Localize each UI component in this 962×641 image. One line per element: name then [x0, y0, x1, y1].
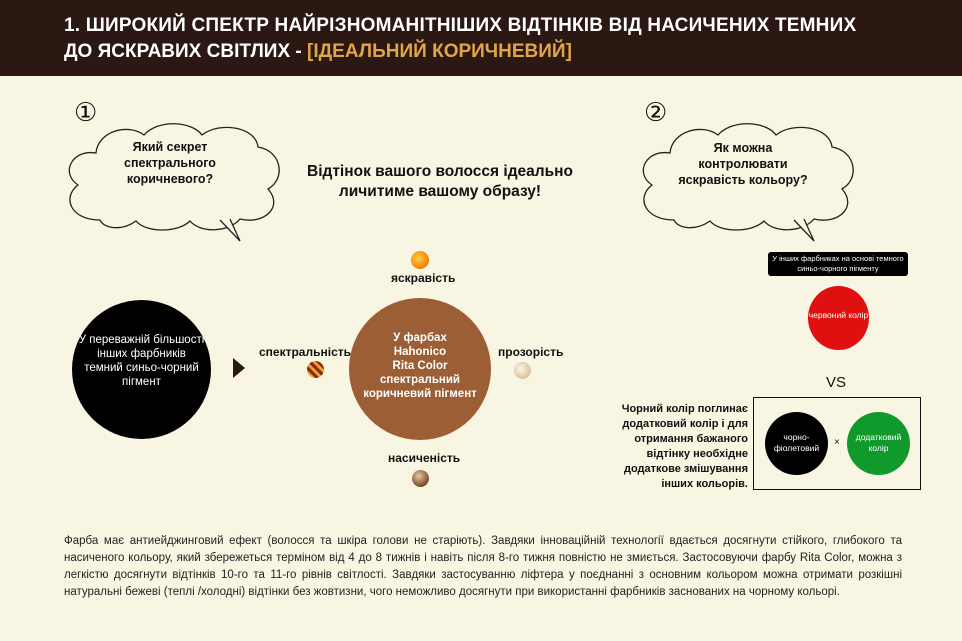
spectrality-label: спектральність — [259, 345, 351, 359]
vs-label: VS — [826, 374, 847, 391]
header-title-line2: ДО ЯСКРАВИХ СВІТЛИХ - [ІДЕАЛЬНИЙ КОРИЧНЕ… — [64, 40, 572, 64]
section-number-1: ① — [74, 98, 98, 128]
brightness-dot — [411, 251, 429, 269]
mixing-box — [753, 397, 921, 490]
left-circle-text: У переважній більшості інших фарбників т… — [78, 334, 205, 388]
transparency-dot — [514, 362, 531, 379]
black-violet-circle — [765, 412, 828, 475]
red-circle-label: червоний колір — [808, 310, 869, 320]
center-circle-line2: Hahonico — [393, 346, 447, 358]
pigment-note-box: У інших фарбниках на основі темного синь… — [768, 252, 908, 276]
cloud-2-question: Як можна контролювати яскравість кольору… — [678, 141, 808, 187]
green-circle-label: додатковий колір — [855, 432, 902, 453]
transparency-label: прозорість — [498, 345, 564, 359]
bottom-paragraph: Фарба має антиейджинговий ефект (волосся… — [64, 535, 902, 598]
red-circle — [808, 286, 869, 350]
saturation-label: насиченість — [388, 451, 461, 465]
header-banner: 1. ШИРОКИЙ СПЕКТР НАЙРІЗНОМАНІТНІШИХ ВІД… — [0, 0, 962, 76]
center-brown-circle — [349, 298, 491, 440]
spectrality-dot — [307, 361, 324, 378]
times-sign: × — [834, 437, 840, 448]
header-title-accent: [ІДЕАЛЬНИЙ КОРИЧНЕВИЙ] — [307, 41, 572, 62]
black-absorbs-explanation: Чорний колір поглинає додатковий колір і… — [621, 403, 748, 490]
center-circle-line3: Rita Color — [392, 360, 448, 372]
arrow-right-icon — [233, 358, 245, 378]
header-title-line1: 1. ШИРОКИЙ СПЕКТР НАЙРІЗНОМАНІТНІШИХ ВІД… — [64, 15, 857, 36]
center-circle-line1: У фарбах — [393, 332, 447, 344]
brightness-label: яскравість — [391, 271, 456, 285]
center-circle-line5: коричневий пігмент — [363, 388, 477, 400]
center-circle-text: У фарбах Hahonico Rita Color спектральни… — [355, 331, 485, 401]
section-number-2: ② — [644, 98, 668, 128]
cloud-1-question: Який секрет спектрального коричневого? — [124, 140, 216, 186]
saturation-dot — [412, 470, 429, 487]
thought-cloud-1 — [68, 123, 280, 242]
thought-cloud-2 — [642, 123, 854, 242]
left-black-circle — [72, 300, 211, 439]
header-title-white: ДО ЯСКРАВИХ СВІТЛИХ - — [64, 41, 308, 62]
green-circle — [847, 412, 910, 475]
black-violet-label: чорно-фіолетовий — [773, 432, 820, 453]
center-circle-line4: спектральний — [379, 374, 460, 386]
center-title: Відтінок вашого волосся ідеально личитим… — [307, 163, 573, 200]
